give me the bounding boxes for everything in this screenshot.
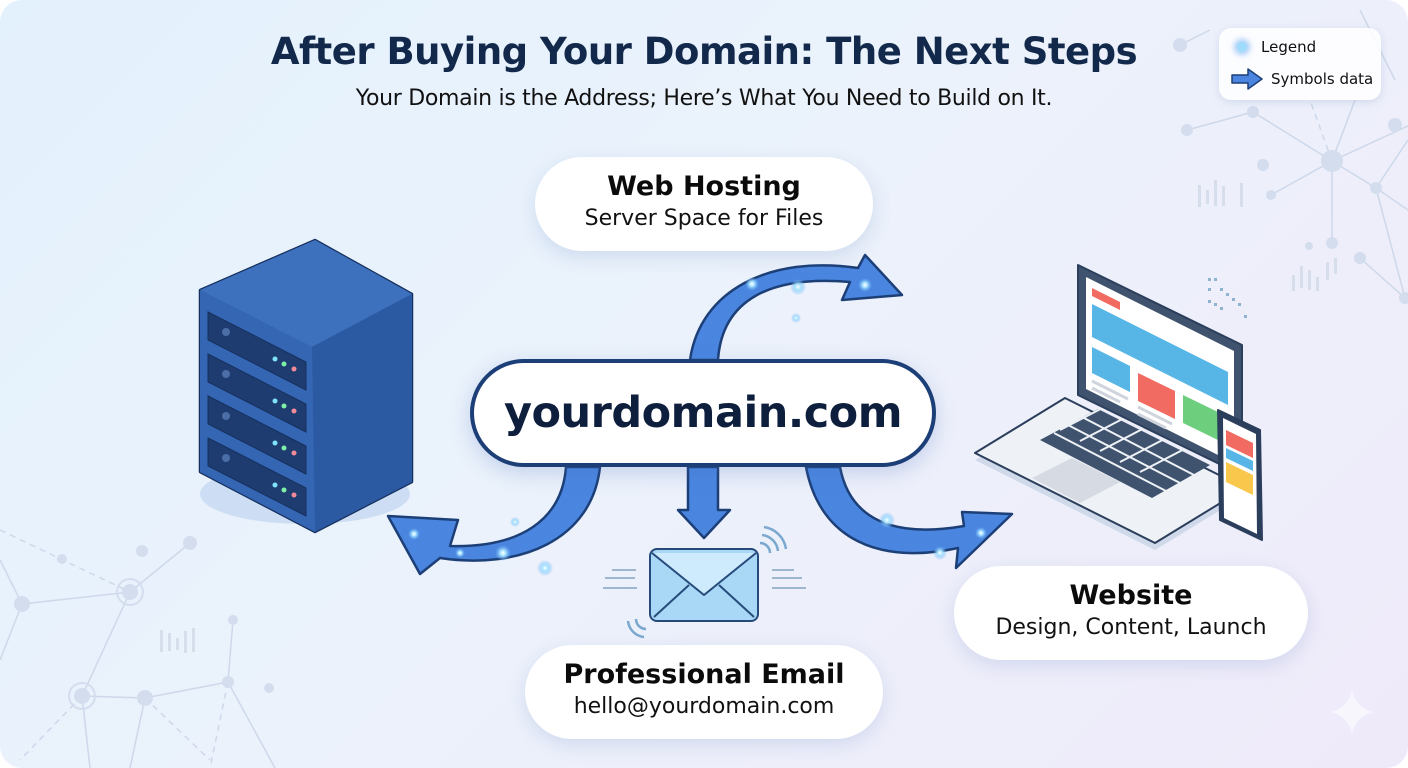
legend-item: Legend: [1231, 38, 1316, 56]
arrow-to-email: [676, 465, 732, 540]
legend-label: Symbols data: [1271, 70, 1374, 88]
node-professional-email: Professional Email hello@yourdomain.com: [525, 645, 883, 739]
node-title: Web Hosting: [607, 171, 801, 202]
arrow-right-icon: [1231, 68, 1263, 90]
node-subtitle: Server Space for Files: [584, 206, 824, 231]
domain-name-pill: yourdomain.com: [470, 359, 936, 467]
arrow-to-website: [804, 465, 1014, 570]
glow-dot-icon: [1237, 42, 1247, 52]
node-subtitle: hello@yourdomain.com: [573, 694, 835, 719]
laptop-phone-icon: [974, 264, 1263, 550]
arrow-to-server: [386, 465, 602, 576]
page-subtitle: Your Domain is the Address; Here’s What …: [355, 86, 1053, 111]
page-title: After Buying Your Domain: The Next Steps: [270, 30, 1138, 73]
glow-dots: [408, 277, 987, 576]
arrow-to-hosting: [688, 253, 904, 362]
node-title: Website: [1069, 580, 1193, 611]
node-website: Website Design, Content, Launch: [954, 566, 1308, 660]
node-title: Professional Email: [563, 659, 845, 690]
envelope-icon: [603, 525, 806, 639]
legend-item: Symbols data: [1231, 68, 1373, 90]
node-subtitle: Design, Content, Launch: [995, 615, 1267, 640]
legend-box: Legend Symbols data: [1219, 28, 1381, 100]
server-icon: [198, 238, 414, 534]
node-web-hosting: Web Hosting Server Space for Files: [535, 157, 873, 251]
domain-name: yourdomain.com: [503, 388, 903, 438]
legend-label: Legend: [1261, 38, 1317, 56]
